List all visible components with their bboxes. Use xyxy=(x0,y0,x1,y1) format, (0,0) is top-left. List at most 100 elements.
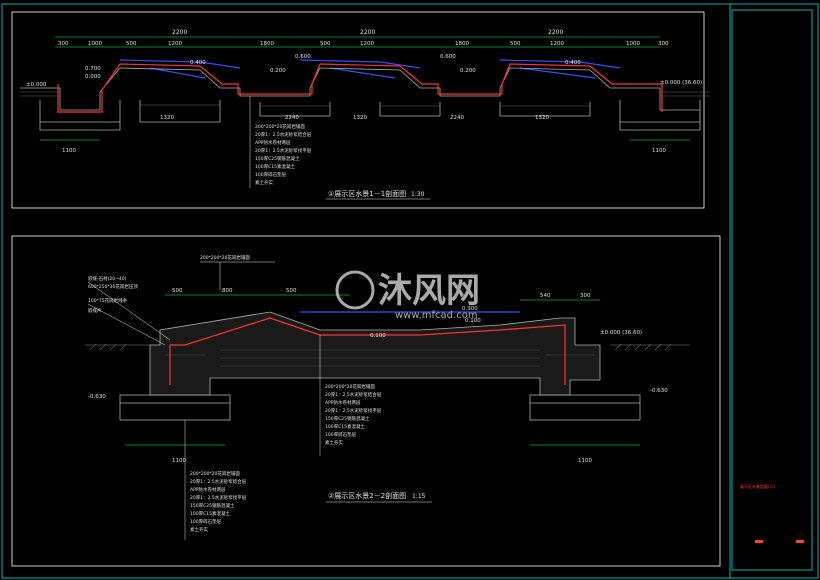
section-1-hatch xyxy=(20,91,710,107)
callout-text: 600*250*30花岗岩压顶 xyxy=(88,283,138,290)
dim-label: 1200 xyxy=(360,41,374,47)
callout-text: 100厚C15素混凝土 xyxy=(255,163,295,170)
callout-text: 100厚C15素混凝土 xyxy=(325,423,365,430)
dim-label: 300 xyxy=(580,293,591,299)
section-1-structure xyxy=(20,67,701,131)
callout-text: 100厚碎石垫层 xyxy=(255,171,287,178)
watermark-url: www.mfcad.com xyxy=(395,310,478,321)
level-label: 0.100 xyxy=(370,333,386,339)
dim-label: 1100 xyxy=(62,148,76,154)
dim-label: 1200 xyxy=(168,41,182,47)
callout-text: 200*200*20花岗岩铺面 xyxy=(325,383,375,390)
callout-text: 100厚C15素混凝土 xyxy=(190,510,230,517)
callout-text: 嵌缝-石材(20~40) xyxy=(88,275,127,282)
callout-text: 嵌缝片 xyxy=(88,307,102,314)
level-label: 0.700 xyxy=(85,66,101,72)
callout-text: APP防水卷材两层 xyxy=(325,399,361,406)
section-2-scale: 1:15 xyxy=(412,493,426,500)
level-label: 0.200 xyxy=(270,68,286,74)
section-1-membrane xyxy=(57,63,663,113)
callout-text: 150厚C25钢筋混凝土 xyxy=(255,155,300,162)
section-1-bottom-dims: 1320 2240 1320 2240 1320 xyxy=(160,115,549,121)
dim-label: 2200 xyxy=(548,29,563,36)
section-2-left-callouts: 200*200*20花岗岩铺面 20厚1：2.5水泥砂浆结合层 APP防水卷材两… xyxy=(190,470,247,533)
dim-label: 1100 xyxy=(652,148,666,154)
callout-text: 20厚1：2.5水泥砂浆找平层 xyxy=(325,407,382,414)
section-2-structure xyxy=(149,311,601,396)
callout-text: 20厚1：2.5水泥砂浆找平层 xyxy=(255,147,312,154)
dim-label: 500 xyxy=(126,41,137,47)
watermark-logo-icon xyxy=(335,270,375,310)
callout-text: 200*200*20花岗岩铺面 xyxy=(190,470,240,477)
level-label: ±0.000 (36.60) xyxy=(600,330,642,336)
dim-label: 300 xyxy=(58,41,69,47)
section-1-water xyxy=(119,59,621,79)
callout-text: 素土夯实 xyxy=(255,179,273,186)
callout-text: APP防水卷材两层 xyxy=(190,486,226,493)
callout-text: 150厚C25钢筋混凝土 xyxy=(190,502,235,509)
callout-text: 20厚1：2.5水泥砂浆结合层 xyxy=(190,478,247,485)
section-2-frame xyxy=(11,235,721,567)
callout-text: 200*200*20花岗岩铺面 xyxy=(255,123,305,130)
level-label: 0.000 xyxy=(85,74,101,80)
dim-label: 1000 xyxy=(88,41,102,47)
section-1-title: ①展示区水景1－1剖面图 xyxy=(328,189,406,198)
dim-label: 540 xyxy=(540,293,551,299)
section-2-left-leaders xyxy=(87,281,171,346)
section-1-frame xyxy=(11,11,705,209)
left-level-label: -0.630 xyxy=(88,394,106,400)
dim-label: 2240 xyxy=(285,115,299,121)
callout-text: 素土夯实 xyxy=(190,526,208,533)
side-note: 展示区水景剖面(二) xyxy=(740,483,776,489)
dim-label: 2200 xyxy=(172,29,187,36)
dim-label: 800 xyxy=(222,288,233,294)
dim-label: 2200 xyxy=(360,29,375,36)
side-note-mark xyxy=(796,540,804,543)
section-2-dimension-lines xyxy=(125,294,640,446)
dim-label: 1320 xyxy=(535,115,549,121)
side-note-mark xyxy=(755,540,763,543)
section-2-levels: 0.300 0.100 0.100 ±0.000 (36.60) -0.630 … xyxy=(88,306,668,400)
dim-label: 1320 xyxy=(160,115,174,121)
level-label: 0.400 xyxy=(190,60,206,66)
section-1-dimension-lines xyxy=(55,36,660,48)
left-level-label: ±0.000 xyxy=(26,82,47,88)
section-2-drawing: 500 800 500 540 300 xyxy=(11,235,721,567)
callout-text: 150厚C25钢筋混凝土 xyxy=(325,415,370,422)
callout-text: 20厚1：2.5水泥砂浆结合层 xyxy=(255,131,312,138)
watermark-name: 沐风网 xyxy=(378,271,480,311)
dim-label: 1100 xyxy=(578,458,592,464)
callout-text: 20厚1：2.5水泥砂浆找平层 xyxy=(190,494,247,501)
right-level-label: ±0.000 (36.60) xyxy=(660,80,702,86)
dim-label: 1200 xyxy=(550,41,564,47)
dim-label: 500 xyxy=(286,288,297,294)
section-1-scale: 1:30 xyxy=(411,191,425,198)
section-2-hatch xyxy=(165,349,595,367)
section-1-callouts: 200*200*20花岗岩铺面 20厚1：2.5水泥砂浆结合层 APP防水卷材两… xyxy=(255,123,312,186)
callout-text: 200*200*20花岗岩铺面 xyxy=(200,254,250,261)
dim-label: 500 xyxy=(320,41,331,47)
section-1-drawing: 2200 2200 2200 300 1000 500 1200 1800 50… xyxy=(11,11,710,209)
dim-label: 2240 xyxy=(450,115,464,121)
callout-text: 100厚碎石垫层 xyxy=(325,431,357,438)
right-level-label: -0.630 xyxy=(650,388,668,394)
level-label: 0.600 xyxy=(440,54,456,60)
dim-label: 1320 xyxy=(353,115,367,121)
level-label: 0.100 xyxy=(465,318,481,324)
level-label: 0.400 xyxy=(565,60,581,66)
dim-label: 500 xyxy=(510,41,521,47)
section-1-dim-mid: 300 1000 500 1200 1800 500 1200 1800 500… xyxy=(58,41,669,47)
section-2-callouts: 200*200*20花岗岩铺面 20厚1：2.5水泥砂浆结合层 APP防水卷材两… xyxy=(325,383,382,446)
level-label: 0.200 xyxy=(460,68,476,74)
callout-text: 20厚1：2.5水泥砂浆结合层 xyxy=(325,391,382,398)
dim-label: 300 xyxy=(658,41,669,47)
dim-label: 1800 xyxy=(455,41,469,47)
callout-text: 素土夯实 xyxy=(325,439,343,446)
section-2-dim-top: 500 800 500 540 300 xyxy=(172,288,591,299)
section-2-ground xyxy=(85,343,690,351)
dim-label: 1800 xyxy=(260,41,274,47)
section-2-top-note: 200*200*20花岗岩铺面 xyxy=(200,254,275,290)
section-1-dim-top: 2200 2200 2200 xyxy=(172,29,563,36)
callout-text: 100*75花岗岩线条 xyxy=(88,297,128,304)
